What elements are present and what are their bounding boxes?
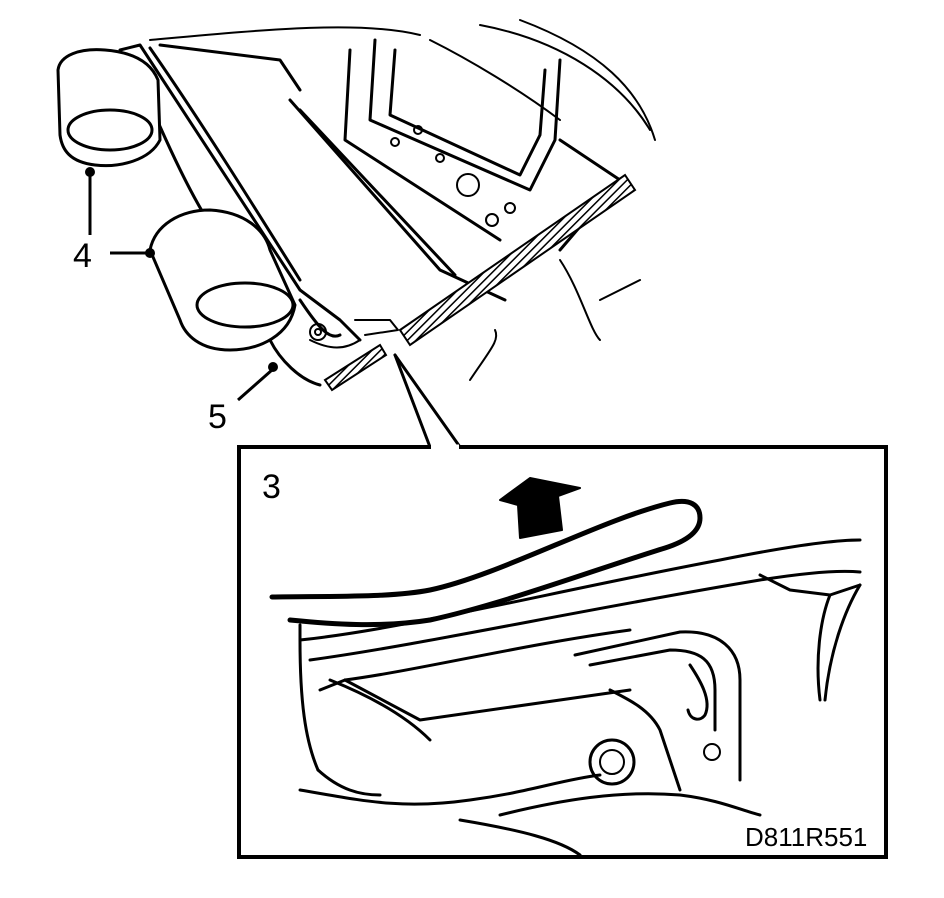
callout-3: 3 [262,468,281,506]
bracket-beam [298,538,862,772]
overview-illustration: 4 5 [56,19,656,436]
rear-valance [288,38,622,302]
detail-wedge [393,353,462,449]
bumper-section-hatch [398,173,637,347]
leader-lines [85,167,278,402]
drawing-code: D811R551 [745,822,867,852]
tailpipe-upper [56,48,162,168]
bracket-section-hatch [323,343,388,392]
callout-4: 4 [73,237,92,275]
tailpipe-lower [148,208,297,352]
arrow-up-icon [499,477,581,539]
detail-inset: 3 [237,444,888,859]
callout-5: 5 [208,398,227,436]
bracket-slot [573,630,742,792]
